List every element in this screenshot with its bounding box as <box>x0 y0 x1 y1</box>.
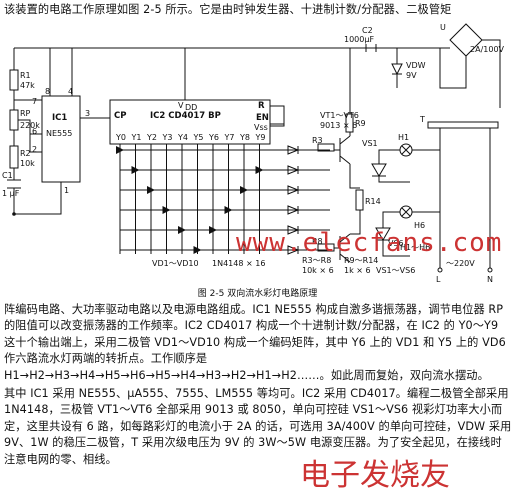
ic2-pin-y0: Y0 <box>115 133 126 142</box>
watermark-brand: 电子发烧友 <box>300 458 450 493</box>
intro-paragraph: 该装置的电路工作原理如图 2-5 所示。它是由时钟发生器、十进制计数/分配器、二… <box>4 3 452 16</box>
line-terminal: L <box>436 275 441 284</box>
vs-label: VS1～VS6 <box>376 266 415 275</box>
matrix-diode <box>224 206 233 214</box>
r8-label: R8 <box>312 237 323 246</box>
c2-label: C2 <box>362 26 373 35</box>
vdd-label: V <box>178 101 184 110</box>
vd-label: VD1～VD10 <box>152 259 199 268</box>
r9-r14-label: R9～R14 <box>344 256 378 265</box>
pin-1: 1 <box>64 186 69 195</box>
ic2-pin-y2: Y2 <box>146 133 157 142</box>
r2-resistor <box>9 145 19 169</box>
ic2-pin-y9: Y9 <box>255 133 266 142</box>
vdw-label: VDW <box>406 61 426 70</box>
matrix-diode <box>131 166 140 174</box>
matrix-diode <box>240 186 248 194</box>
r9-r14-value: 1k × 6 <box>344 266 371 275</box>
pin-8: 8 <box>45 87 50 96</box>
pin-3: 3 <box>85 109 90 118</box>
r1-label: R1 <box>20 71 31 80</box>
ic2-box <box>109 99 271 145</box>
reset-pin: R <box>258 101 265 111</box>
rp-label: RP <box>20 109 31 118</box>
pin-6: 6 <box>32 127 37 136</box>
ic2-pin-y8: Y8 <box>239 133 250 142</box>
r14-label: R14 <box>365 197 381 206</box>
r2-value: 10k <box>20 159 35 168</box>
vt-type: 9013 × 6 <box>320 121 357 130</box>
cp-pin: CP <box>114 111 126 121</box>
ic2-label: IC2 CD4017 BP <box>150 111 221 121</box>
r1-value: 47k <box>20 81 35 90</box>
paragraph-1: 阵编码电路、大功率驱动电路以及电源电路组成。IC1 NE555 构成自激多谐振荡… <box>4 303 506 382</box>
bridge-rating: 2A/100V <box>470 45 505 54</box>
ic2-pin-y7: Y7 <box>224 133 235 142</box>
ic2-pin-y4: Y4 <box>177 133 188 142</box>
h1-label: H1 <box>398 133 409 142</box>
r2-label: R2 <box>20 149 31 158</box>
bridge-u-label: U <box>440 23 446 32</box>
circuit-schematic: IC1 NE555 8 4 7 6 2 1 3 R1 47k RP 220k R… <box>2 23 505 284</box>
ic1-label: IC1 <box>52 113 67 123</box>
r3-resistor <box>317 143 335 152</box>
h1-h6-label: H1～H6 <box>400 243 430 252</box>
r14-resistor <box>355 189 364 211</box>
vd-type: 1N4148 × 16 <box>212 259 265 268</box>
h6-label: H6 <box>414 221 425 230</box>
row-diode <box>287 185 300 195</box>
vs1-label: VS1 <box>362 139 378 148</box>
ic2-pin-y6: Y6 <box>208 133 219 142</box>
row-diode <box>287 245 300 255</box>
neutral-terminal: N <box>487 275 493 284</box>
r3-r8-label: R3～R8 <box>302 256 331 265</box>
row-diode <box>287 165 300 175</box>
rp-potentiometer <box>9 109 19 131</box>
vs6-label: VS6 <box>388 239 404 248</box>
matrix-diode <box>255 166 264 174</box>
vdw-value: 9V <box>406 71 417 80</box>
ic1-type: NE555 <box>46 129 72 138</box>
pin-7: 7 <box>32 97 37 106</box>
row-diode <box>287 225 300 235</box>
enable-pin: EN <box>256 113 269 123</box>
vss-pin: Vss <box>254 123 268 132</box>
ic2-pin-y3: Y3 <box>162 133 173 142</box>
matrix-diode <box>209 226 217 234</box>
row-diode <box>287 205 300 215</box>
watermark-site: www.elecfans.com <box>236 228 503 258</box>
vdd-subscript: DD <box>185 103 197 112</box>
vt-label: VT1～VT6 <box>320 111 359 120</box>
c2-value: 1000μF <box>344 35 374 44</box>
transformer-label: T <box>419 115 425 124</box>
c1-label: C1 <box>2 171 13 180</box>
pin-4: 4 <box>68 87 73 96</box>
r1-resistor <box>9 69 19 91</box>
row-diode <box>287 145 300 155</box>
figure-caption: 图 2-5 双向流水彩灯电路原理 <box>197 289 318 299</box>
matrix-diode <box>147 186 155 194</box>
pin-2: 2 <box>32 145 37 154</box>
paragraph-2: 其中 IC1 采用 NE555、μA555、7555、LM555 等均可。IC2… <box>4 387 512 466</box>
r3-label: R3 <box>312 136 323 145</box>
matrix-diode <box>178 226 186 234</box>
c1-value: 1 μF <box>2 189 20 198</box>
matrix-diode <box>193 246 202 254</box>
ic2-pin-y1: Y1 <box>131 133 142 142</box>
r3-r8-value: 10k × 6 <box>302 266 334 275</box>
ic2-pin-y5: Y5 <box>193 133 204 142</box>
r9-label: R9 <box>355 119 366 128</box>
ic1-box <box>41 95 81 183</box>
matrix-diode <box>162 206 171 214</box>
matrix-diode <box>116 146 124 154</box>
transformer-core <box>427 121 499 129</box>
mains-label: ～220V <box>446 259 475 268</box>
